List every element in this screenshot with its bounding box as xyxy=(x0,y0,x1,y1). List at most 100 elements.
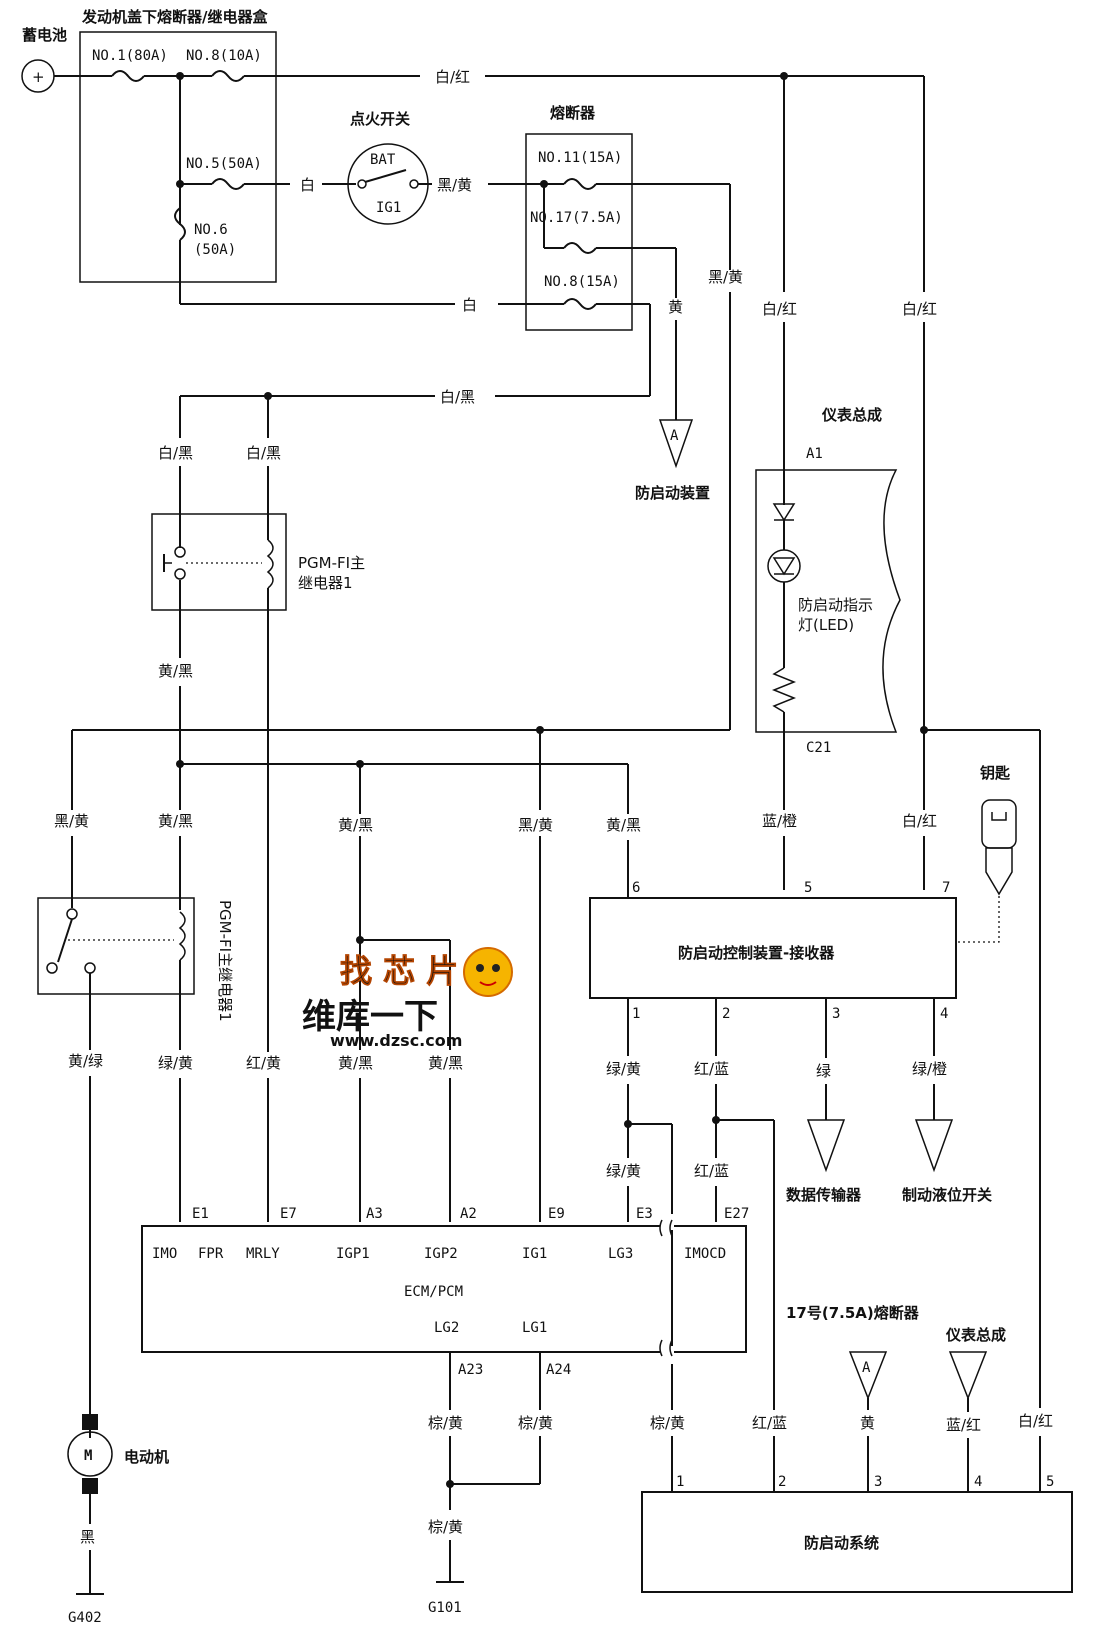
wire-label-yellow-black-4: 黄/黑 xyxy=(606,816,641,834)
motor-label: 电动机 xyxy=(124,1448,169,1466)
wire-label-brown-yellow-3: 棕/黄 xyxy=(650,1414,685,1432)
mascot-icon xyxy=(463,947,513,997)
receiver-pin-7: 7 xyxy=(942,880,950,896)
wire-label-yellow-black-2: 黄/黑 xyxy=(158,812,193,830)
system-pin-1: 1 xyxy=(676,1474,684,1490)
fuse-no6-symbol xyxy=(174,207,186,241)
fuse-no17-symbol xyxy=(563,242,597,254)
data-transmitter-label: 数据传输器 xyxy=(786,1186,862,1204)
wire-label-red-blue-3: 红/蓝 xyxy=(752,1414,787,1432)
fuse-no11-label: NO.11(15A) xyxy=(538,150,622,166)
wire-label-black: 黑 xyxy=(80,1528,95,1546)
wire-label-white-red-rcv: 白/红 xyxy=(902,812,937,830)
fuse17-label: 17号(7.5A)熔断器 xyxy=(786,1304,920,1322)
fuse-no11-symbol xyxy=(563,178,597,190)
ecm-pcm: E1 E7 A3 A2 E9 E3 E27 IMO FPR MRLY IGP1 … xyxy=(141,1206,749,1378)
underhood-fuse-relay-box: 发动机盖下熔断器/继电器盒 NO.1(80A) NO.8(10A) NO.5(5… xyxy=(79,8,277,283)
brake-switch-symbol xyxy=(914,1119,954,1173)
ecm-pin-a2: A2 xyxy=(460,1206,477,1222)
system-pin-5: 5 xyxy=(1046,1474,1054,1490)
wire-label-white-1: 白 xyxy=(300,176,315,194)
motor: M 电动机 xyxy=(67,1414,169,1494)
ground-g101: G101 xyxy=(428,1600,462,1616)
underhood-box-title: 发动机盖下熔断器/继电器盒 xyxy=(81,8,268,26)
fuse-no5-label: NO.5(50A) xyxy=(186,156,262,172)
receiver-pin-5: 5 xyxy=(804,880,812,896)
wire-label-yellow-black-5: 黄/黑 xyxy=(338,1054,373,1072)
ecm-ig1: IG1 xyxy=(522,1246,547,1262)
wire-label-green-yellow-1: 绿/黄 xyxy=(158,1054,193,1072)
relay-left-coil-icon xyxy=(178,911,186,961)
ignition-switch: 点火开关 BAT IG1 xyxy=(347,110,429,225)
wire-label-blue-red: 蓝/红 xyxy=(946,1416,981,1434)
ecm-lg3: LG3 xyxy=(608,1246,633,1262)
wire-label-black-yellow-vert: 黑/黄 xyxy=(708,268,743,286)
ignition-bat-label: BAT xyxy=(370,152,396,168)
wire-label-blue-orange: 蓝/橙 xyxy=(762,812,797,830)
gauge-pin-a1: A1 xyxy=(806,446,823,462)
data-transmitter-symbol xyxy=(806,1119,846,1173)
ecm-pin-e9: E9 xyxy=(548,1206,565,1222)
wire-label-red-blue-2: 红/蓝 xyxy=(694,1162,729,1180)
battery: + 蓄电池 xyxy=(21,26,67,93)
gauge-assembly: 仪表总成 A1 防启动指示 灯(LED) C21 xyxy=(755,406,901,756)
ecm-fpr: FPR xyxy=(198,1246,224,1262)
svg-text:A: A xyxy=(862,1360,871,1376)
system-pin-4: 4 xyxy=(974,1474,982,1490)
wire-label-yellow-black-6: 黄/黑 xyxy=(428,1054,463,1072)
wire-label-yellow-green: 黄/绿 xyxy=(68,1052,103,1070)
wire-label-red-yellow: 红/黄 xyxy=(246,1054,281,1072)
wire-label-brown-yellow-4: 棕/黄 xyxy=(428,1518,463,1536)
motor-m-label: M xyxy=(84,1448,92,1464)
wire-label-white-red-top: 白/红 xyxy=(435,68,470,86)
relay-left-label: PGM-FI主继电器1 xyxy=(216,900,234,1022)
svg-text:A: A xyxy=(670,428,679,444)
fuse-no1-symbol xyxy=(111,70,145,82)
led-label-line1: 防启动指示 xyxy=(798,596,873,614)
led-label-line2: 灯(LED) xyxy=(798,616,854,634)
wire-label-white-black-top: 白/黑 xyxy=(440,388,475,406)
watermark-top-text: 找 芯 片 xyxy=(340,952,458,990)
wire-label-white-red-mid1: 白/红 xyxy=(762,300,797,318)
fuse-no17-label: NO.17(7.5A) xyxy=(530,210,623,226)
immobilizer-device-label: 防启动装置 xyxy=(635,484,710,502)
pgm-fi-main-relay-left: PGM-FI主继电器1 xyxy=(37,897,234,1022)
receiver-pin-2: 2 xyxy=(722,1006,730,1022)
ecm-pin-a23: A23 xyxy=(458,1362,483,1378)
fuse-no8b-label: NO.8(15A) xyxy=(544,274,620,290)
ignition-ig1-label: IG1 xyxy=(376,200,401,216)
relay-top-label-2: 继电器1 xyxy=(298,574,353,592)
ecm-igp1: IGP1 xyxy=(336,1246,370,1262)
wire-label-white-red-mid2: 白/红 xyxy=(902,300,937,318)
cabin-fuse-box-title: 熔断器 xyxy=(550,104,596,122)
ecm-pin-e7: E7 xyxy=(280,1206,297,1222)
ecm-mrly: MRLY xyxy=(246,1246,280,1262)
immobilizer-receiver: 6 5 7 防启动控制装置-接收器 1 2 3 4 xyxy=(589,880,957,1022)
key: 钥匙 xyxy=(980,764,1017,896)
receiver-pin-3: 3 xyxy=(832,1006,840,1022)
fuse-no6-rating: (50A) xyxy=(194,242,236,258)
gauge-assembly-label-2: 仪表总成 xyxy=(945,1326,1006,1344)
relay-coil-icon xyxy=(266,539,274,589)
receiver-pin-1: 1 xyxy=(632,1006,640,1022)
wire-label-brown-yellow-2: 棕/黄 xyxy=(518,1414,553,1432)
cabin-fuse-box: 熔断器 NO.11(15A) NO.17(7.5A) NO.8(15A) xyxy=(525,104,633,331)
watermark-url: www.dzsc.com xyxy=(330,1031,462,1050)
wire-label-red-blue-1: 红/蓝 xyxy=(694,1060,729,1078)
key-label: 钥匙 xyxy=(980,764,1011,782)
wire-label-yellow-sys: 黄 xyxy=(860,1414,875,1432)
system-pin-2: 2 xyxy=(778,1474,786,1490)
connector-a-symbol xyxy=(658,419,694,469)
brake-switch-label: 制动液位开关 xyxy=(902,1186,992,1204)
pgm-fi-main-relay-top: PGM-FI主 继电器1 xyxy=(151,513,365,611)
immobilizer-system-title: 防启动系统 xyxy=(804,1534,879,1552)
wire-label-white-black-r: 白/黑 xyxy=(246,444,281,462)
receiver-pin-4: 4 xyxy=(940,1006,948,1022)
fuse-no8b-symbol xyxy=(563,298,597,310)
battery-plus-icon: + xyxy=(32,68,45,86)
ecm-pin-e27: E27 xyxy=(724,1206,749,1222)
ecm-imocd: IMOCD xyxy=(684,1246,726,1262)
receiver-title: 防启动控制装置-接收器 xyxy=(678,944,835,962)
fuse-no8-symbol xyxy=(211,70,245,82)
